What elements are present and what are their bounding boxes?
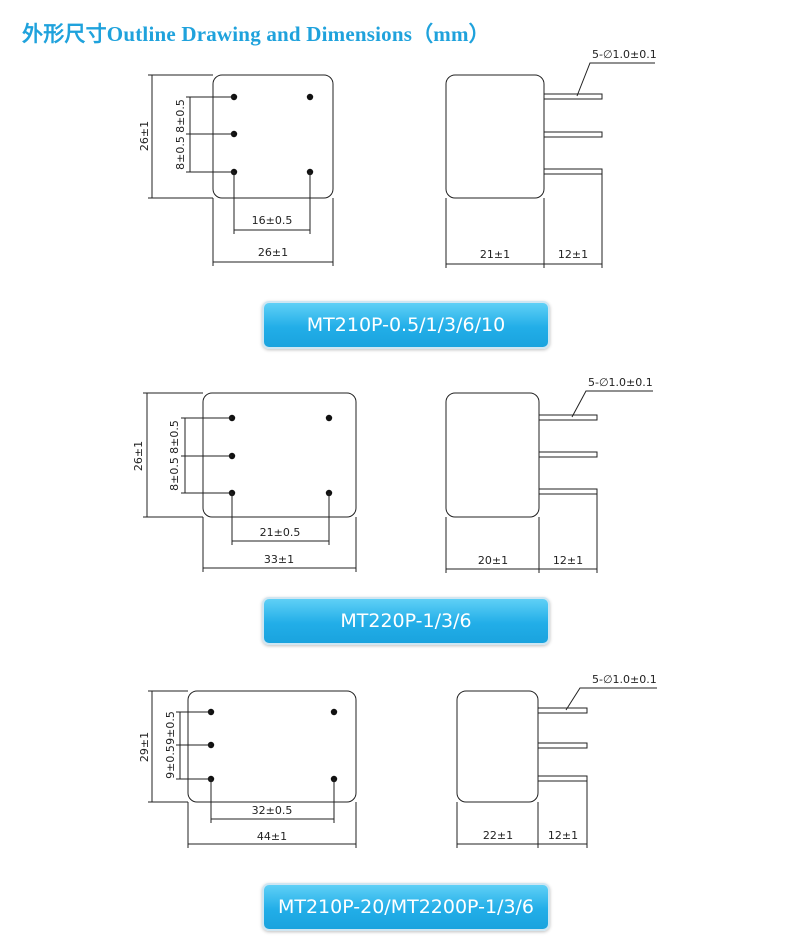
- front-view-1: [148, 74, 334, 266]
- page-title: 外形尺寸Outline Drawing and Dimensions（mm）: [22, 22, 490, 46]
- dim-height-1: 26±1: [138, 121, 151, 151]
- dim-pin-length-2: 12±1: [553, 554, 583, 567]
- pin: [537, 707, 588, 714]
- pin-spec-2: 5-∅1.0±0.1: [588, 376, 653, 389]
- side-view-3: [456, 687, 657, 848]
- dim-pin-length-3: 12±1: [548, 829, 578, 842]
- side-view-1: [445, 62, 655, 268]
- pin-spec-1: 5-∅1.0±0.1: [592, 48, 657, 61]
- pin: [543, 131, 603, 138]
- side-view-2: [445, 390, 653, 573]
- pin: [537, 775, 588, 782]
- dim-pin-span-3: 32±0.5: [252, 804, 293, 817]
- module-body-front: [212, 74, 334, 199]
- dim-height-2: 26±1: [132, 441, 145, 471]
- model-label-1: MT210P-0.5/1/3/6/10: [262, 301, 550, 349]
- module-body-front: [202, 392, 357, 518]
- dim-width-2: 33±1: [264, 553, 294, 566]
- pin: [538, 414, 598, 421]
- leader-line: [576, 62, 655, 97]
- dim-depth-3: 22±1: [483, 829, 513, 842]
- dim-pitch-bottom-3: 9±0.5: [164, 745, 177, 779]
- pin: [543, 93, 603, 100]
- dim-width-1: 26±1: [258, 246, 288, 259]
- pin: [230, 93, 314, 176]
- dim-depth-2: 20±1: [478, 554, 508, 567]
- dim-pin-span-1: 16±0.5: [252, 214, 293, 227]
- module-body-side: [445, 392, 540, 518]
- pin: [207, 708, 338, 783]
- leader-line: [565, 687, 657, 711]
- dim-pitch-top-3: 9±0.5: [164, 711, 177, 745]
- front-view-2: [143, 392, 357, 572]
- pin: [228, 414, 333, 497]
- dim-pitch-bottom-2: 8±0.5: [168, 457, 181, 491]
- front-view-3: [148, 690, 357, 848]
- pin: [543, 168, 603, 175]
- module-body-side: [456, 690, 539, 803]
- module-body-side: [445, 74, 545, 199]
- dim-pitch-top-1: 8±0.5: [174, 99, 187, 133]
- model-label-2: MT220P-1/3/6: [262, 597, 550, 645]
- dim-pitch-bottom-1: 8±0.5: [174, 136, 187, 170]
- pin-spec-3: 5-∅1.0±0.1: [592, 673, 657, 686]
- dim-height-3: 29±1: [138, 732, 151, 762]
- pin: [537, 742, 588, 749]
- dim-pin-span-2: 21±0.5: [260, 526, 301, 539]
- leader-line: [571, 390, 653, 418]
- dim-pin-length-1: 12±1: [558, 248, 588, 261]
- pin: [538, 488, 598, 495]
- dim-depth-1: 21±1: [480, 248, 510, 261]
- module-body-front: [187, 690, 357, 803]
- pin: [538, 451, 598, 458]
- model-label-3: MT210P-20/MT2200P-1/3/6: [262, 883, 550, 931]
- dim-pitch-top-2: 8±0.5: [168, 420, 181, 454]
- dim-width-3: 44±1: [257, 830, 287, 843]
